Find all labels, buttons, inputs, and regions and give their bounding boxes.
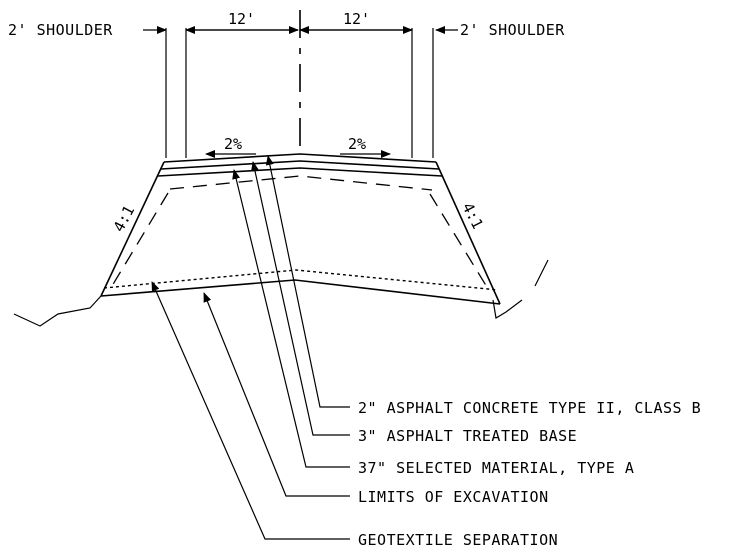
existing-ground bbox=[13, 259, 549, 327]
right-lane-width-label: 12' bbox=[343, 10, 370, 28]
left-side-slope-label: 4:1 bbox=[110, 203, 139, 235]
excavation-boundary bbox=[100, 161, 501, 305]
svg-text:2%: 2% bbox=[224, 135, 242, 153]
callout-selected-material: 37" SELECTED MATERIAL, TYPE A bbox=[358, 459, 634, 477]
right-side-slope-label: 4:1 bbox=[458, 200, 486, 232]
callout-asphalt-treated-base: 3" ASPHALT TREATED BASE bbox=[358, 427, 577, 445]
svg-text:2%: 2% bbox=[348, 135, 366, 153]
callout-limits-of-excavation: LIMITS OF EXCAVATION bbox=[358, 488, 549, 506]
right-shoulder-label: 2' SHOULDER bbox=[460, 21, 565, 39]
callout-leaders bbox=[151, 155, 350, 540]
left-shoulder-label: 2' SHOULDER bbox=[8, 21, 113, 39]
geotextile-line bbox=[103, 269, 499, 291]
left-lane-width-label: 12' bbox=[228, 10, 255, 28]
callout-asphalt-concrete: 2" ASPHALT CONCRETE TYPE II, CLASS B bbox=[358, 399, 701, 417]
left-cross-slope: 2% bbox=[205, 135, 256, 158]
extension-lines bbox=[165, 28, 434, 158]
pavement-layers bbox=[157, 153, 443, 191]
callout-geotextile-separation: GEOTEXTILE SEPARATION bbox=[358, 531, 558, 549]
right-cross-slope: 2% bbox=[340, 135, 391, 158]
